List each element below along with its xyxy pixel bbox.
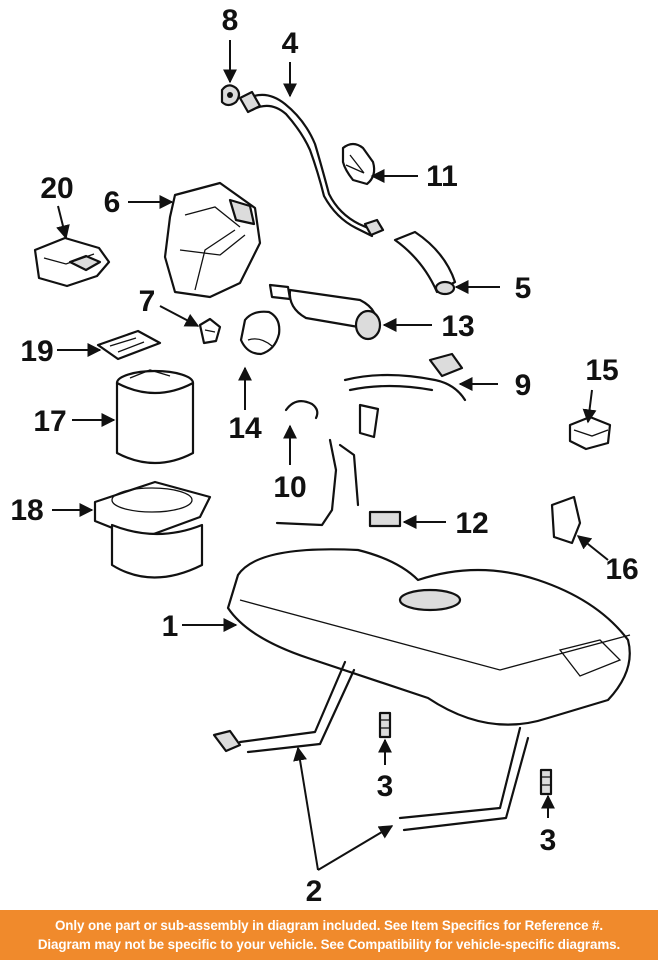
callout-labels: 8 4 11 20 6 7 19 17 18 5 13 14 9 15 10 1… <box>10 4 638 908</box>
leader-lines <box>52 40 609 871</box>
callout-12: 12 <box>455 507 488 540</box>
part-6-module-housing <box>163 181 262 299</box>
part-16-heat-shield <box>550 495 582 545</box>
part-9-harness <box>343 352 467 439</box>
part-1-fuel-tank <box>226 548 631 726</box>
callout-5: 5 <box>515 272 532 305</box>
disclaimer-banner: Only one part or sub-assembly in diagram… <box>0 910 658 960</box>
callout-3b: 3 <box>540 824 557 857</box>
callout-8: 8 <box>222 4 239 37</box>
callout-1: 1 <box>162 610 179 643</box>
callout-20: 20 <box>40 172 73 205</box>
callout-2: 2 <box>306 875 323 908</box>
disclaimer-line-1: Only one part or sub-assembly in diagram… <box>54 918 604 933</box>
part-3-bolt-b <box>539 768 553 796</box>
part-4-vent-tube <box>238 90 385 238</box>
part-17-canister <box>115 369 195 465</box>
part-7-sensor <box>198 317 222 345</box>
callout-11: 11 <box>426 160 458 193</box>
part-20-connector <box>33 236 111 288</box>
part-12-sending-unit <box>275 438 402 528</box>
part-18-reservoir <box>93 480 212 579</box>
part-5-hose <box>393 230 457 296</box>
disclaimer-line-2: Diagram may not be specific to your vehi… <box>37 937 621 952</box>
part-2-straps <box>212 660 530 832</box>
callout-13: 13 <box>441 310 474 343</box>
callout-7: 7 <box>139 285 156 318</box>
part-3-bolt-a <box>378 711 392 739</box>
callout-17: 17 <box>33 405 66 438</box>
part-11-clip <box>341 142 376 186</box>
callout-19: 19 <box>20 335 53 368</box>
callout-6: 6 <box>104 186 121 219</box>
callout-10: 10 <box>273 471 306 504</box>
callout-3a: 3 <box>377 770 394 803</box>
callout-15: 15 <box>585 354 618 387</box>
callout-9: 9 <box>515 369 532 402</box>
callout-14: 14 <box>228 412 262 445</box>
part-8-grommet <box>220 84 241 107</box>
part-14-isolator <box>239 310 281 356</box>
part-19-strainer <box>96 329 162 361</box>
callout-4: 4 <box>282 27 299 60</box>
callout-16: 16 <box>605 553 638 586</box>
part-15-connector <box>568 415 612 451</box>
part-10-retainer <box>284 399 319 420</box>
parts-diagram: 8 4 11 20 6 7 19 17 18 5 13 14 9 15 10 1… <box>10 4 638 908</box>
part-13-fuel-pump <box>268 283 382 341</box>
callout-18: 18 <box>10 494 43 527</box>
